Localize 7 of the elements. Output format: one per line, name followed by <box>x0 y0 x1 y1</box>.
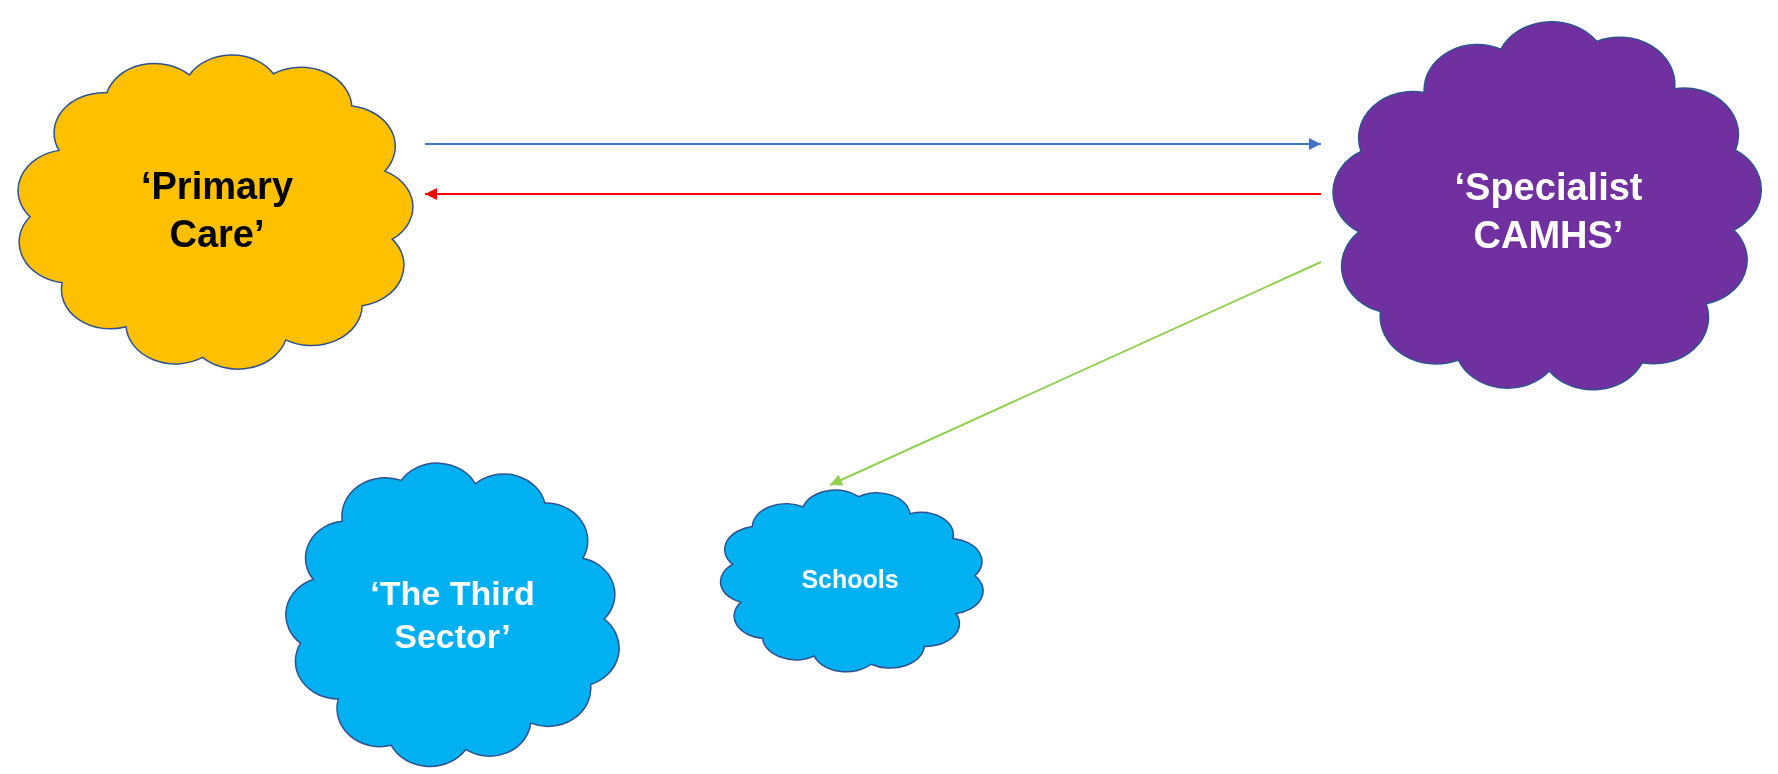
cloud-label: Schools <box>800 564 900 596</box>
cloud-label: ‘Primary Care’ <box>139 164 295 257</box>
cloud-label: ‘Specialist CAMHS’ <box>1453 165 1644 258</box>
arrow <box>424 188 1322 200</box>
arrow <box>424 138 1322 150</box>
cloud-label: ‘The Third Sector’ <box>369 573 536 657</box>
arrow <box>829 261 1322 486</box>
